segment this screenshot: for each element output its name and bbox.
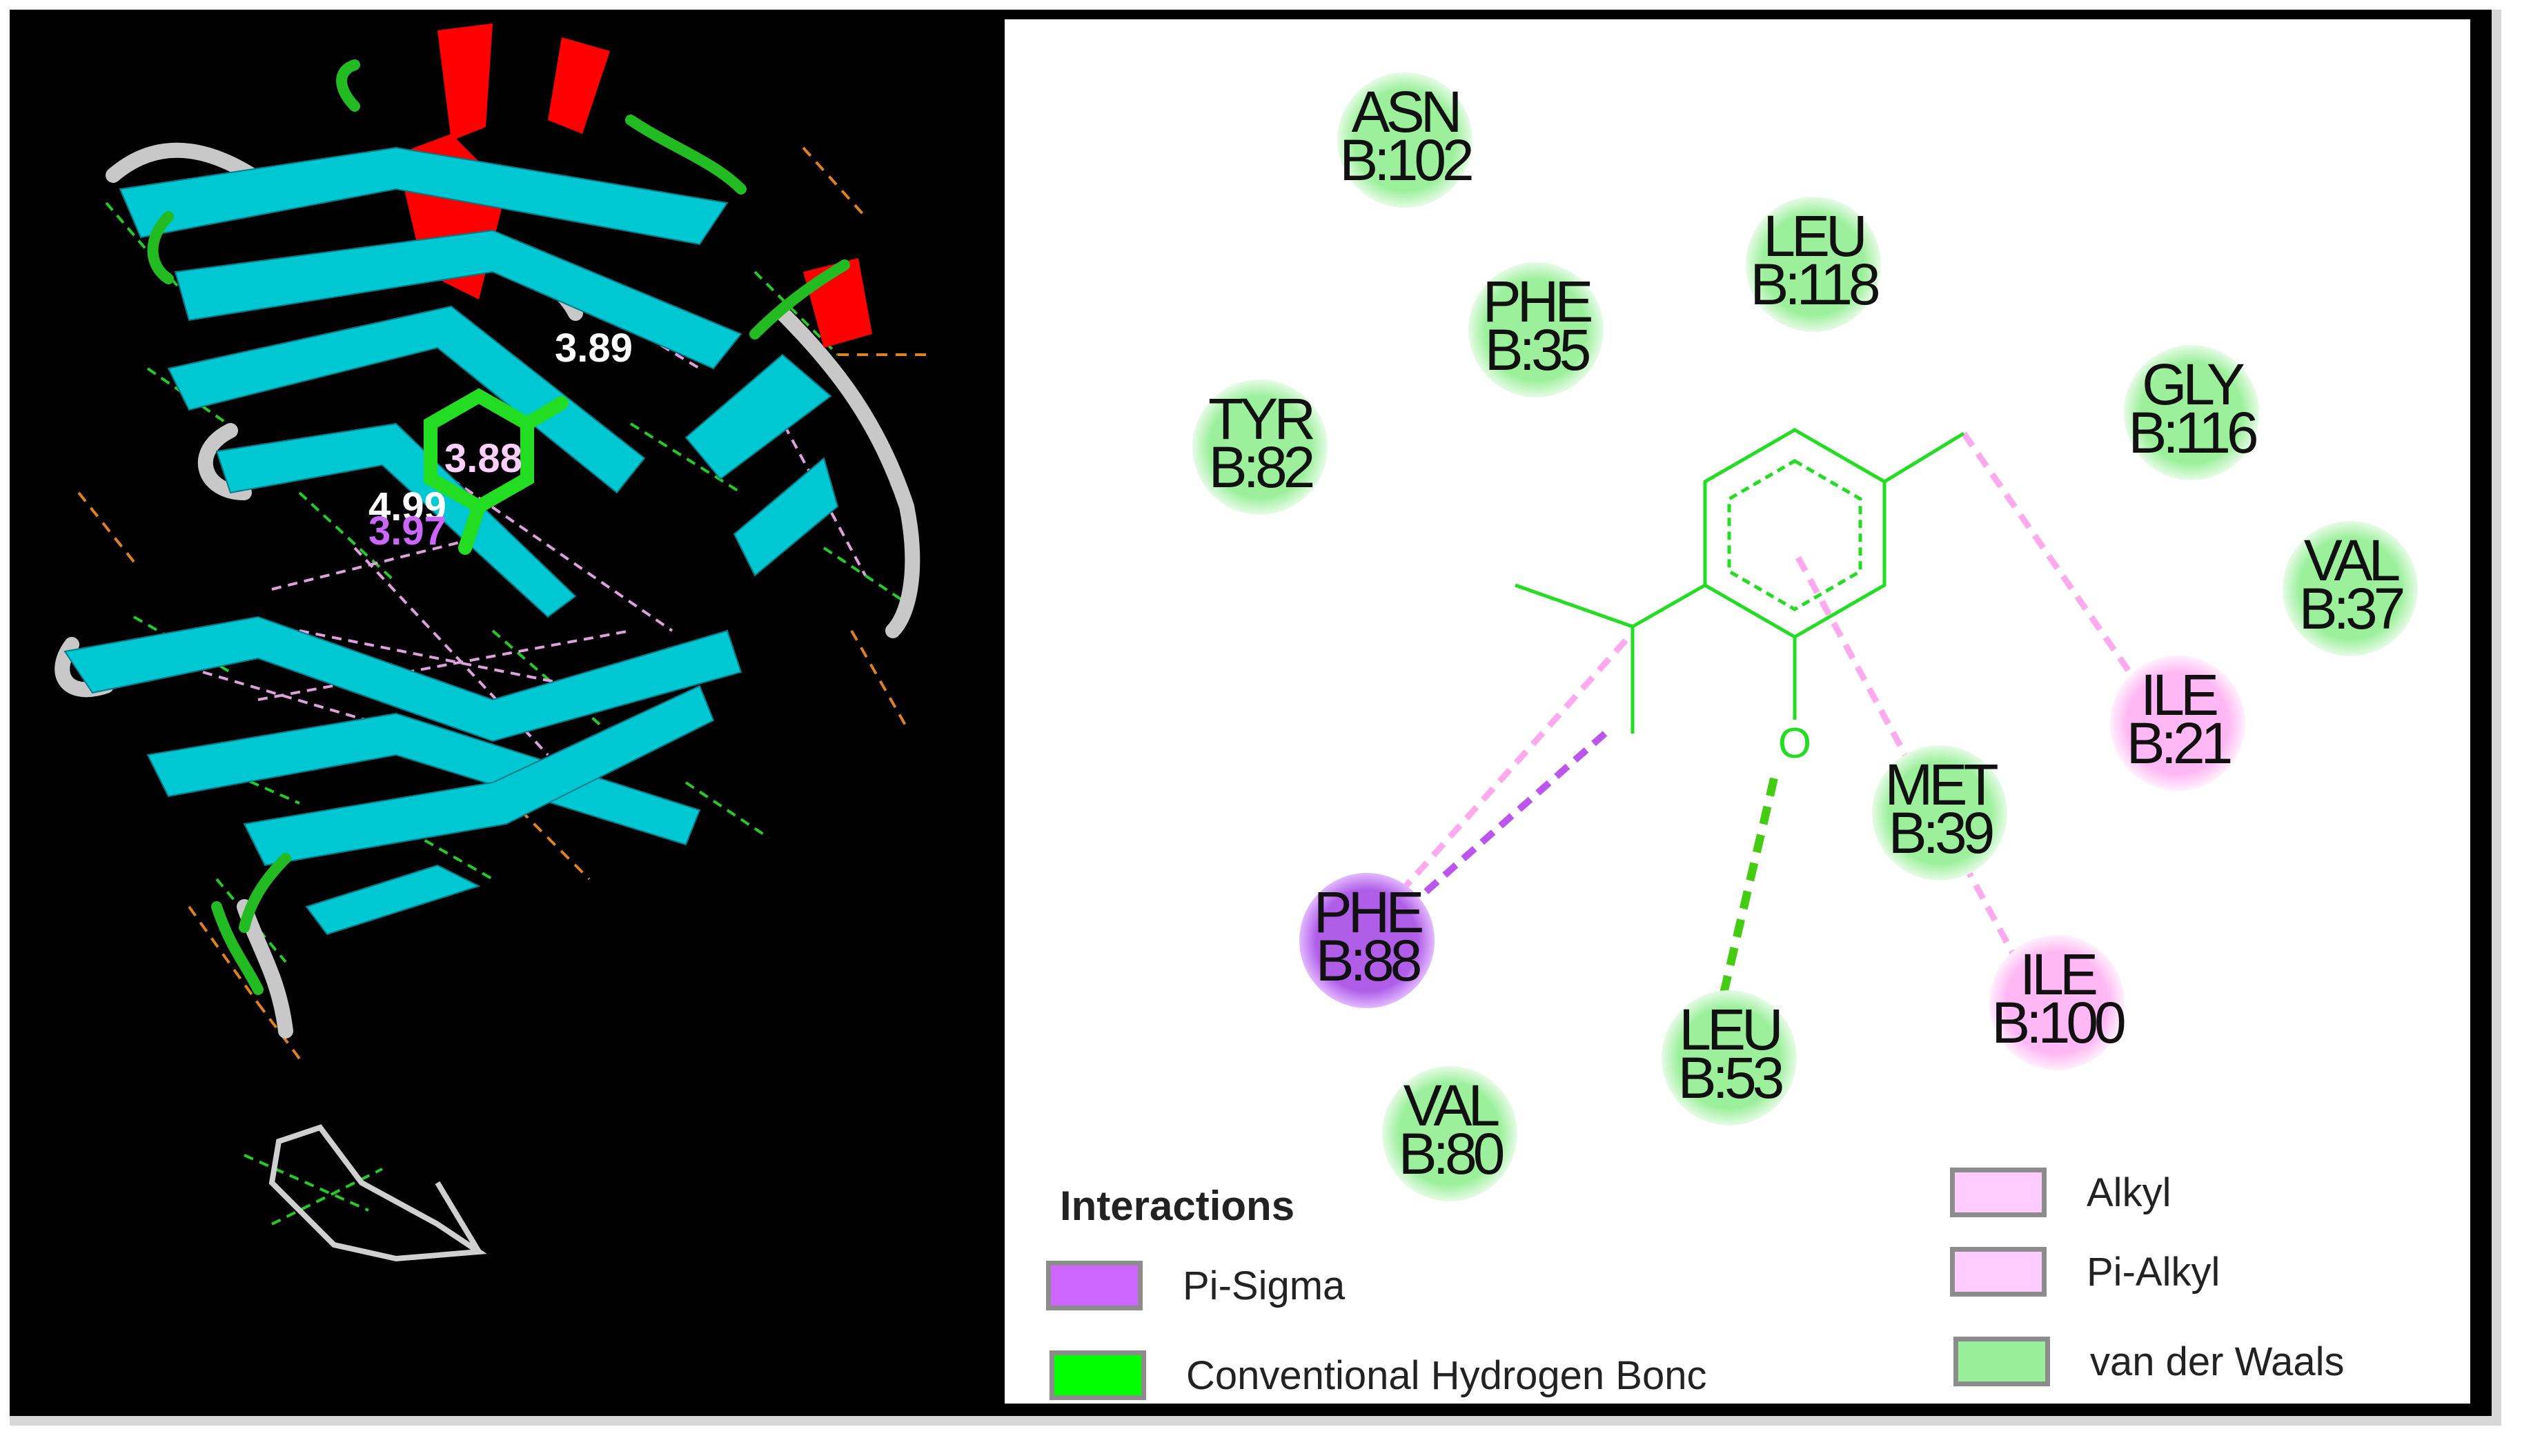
residue-disk-val37 — [2283, 521, 2418, 656]
residue-disk-leu118 — [1746, 197, 1881, 332]
residue-name-val37: VAL — [2304, 528, 2399, 593]
small-ligand-3d — [268, 1124, 487, 1262]
residue-number-asn102: B:102 — [1339, 128, 1472, 193]
residue-disk-gly116 — [2124, 345, 2259, 480]
ligand-isopropyl-bond — [1631, 583, 1706, 629]
interaction-lines-3d — [77, 146, 934, 1226]
protein-3d-canvas: 3.89 3.88 4.99 3.97 — [55, 23, 934, 1262]
frame-shadow-bottom — [10, 1416, 2492, 1426]
residue-name-val80: VAL — [1403, 1073, 1499, 1138]
frame-shadow-right — [2492, 10, 2501, 1426]
legend-item-conventional-hydrogen-bond: Conventional Hydrogen Bonc — [1050, 1348, 1706, 1403]
residue-number-phe35: B:35 — [1485, 317, 1590, 382]
residue-name-phe35: PHE — [1483, 269, 1592, 334]
legend-item-pi-sigma: Pi-Sigma — [1046, 1258, 1345, 1313]
distance-label-3-97: 3.97 — [368, 509, 446, 553]
residue-number-phe88: B:88 — [1316, 928, 1421, 993]
residue-number-tyr82: B:82 — [1209, 435, 1313, 500]
legend-label-van-der-waals: van der Waals — [2090, 1339, 2345, 1384]
residue-disk-phe88 — [1299, 873, 1435, 1008]
hbond-line-leu53 — [1718, 777, 1778, 1001]
residue-disk-asn102 — [1337, 72, 1472, 208]
residue-name-ile21: ILE — [2140, 662, 2217, 727]
legend-swatch-van-der-waals — [1953, 1337, 2050, 1386]
interaction-2d-canvas: ASNB:102PHEB:35TYRB:82LEUB:118GLYB:116VA… — [1192, 72, 2418, 1201]
ligand-oxygen-label: O — [1778, 720, 1811, 767]
legend-swatch-pi-alkyl — [1950, 1247, 2047, 1297]
legend-label-hydrogen-bond: Conventional Hydrogen Bonc — [1186, 1352, 1707, 1398]
legend-item-pi-alkyl: Pi-Alkyl — [1950, 1244, 2220, 1299]
ligand-aromatic-ring — [1727, 459, 1862, 611]
residue-disk-met39 — [1872, 745, 2007, 881]
residue-name-leu118: LEU — [1763, 204, 1864, 268]
alkyl-line-phe88 — [1388, 638, 1628, 905]
ribbon-turns — [147, 59, 850, 995]
ligand-methyl-bond — [1883, 431, 1965, 484]
residue-name-leu53: LEU — [1679, 997, 1780, 1062]
distance-labels: 3.89 3.88 4.99 3.97 — [368, 326, 633, 553]
ligand-2d — [1515, 428, 1965, 734]
legend-label-alkyl: Alkyl — [2087, 1170, 2171, 1215]
legend-swatch-pi-sigma — [1046, 1261, 1143, 1310]
legend-swatch-alkyl — [1950, 1168, 2047, 1217]
legend-item-van-der-waals: van der Waals — [1953, 1334, 2345, 1389]
residue-number-ile100: B:100 — [1991, 990, 2125, 1055]
distance-label-3-88: 3.88 — [444, 436, 522, 481]
ligand-isopropyl-branch-1 — [1515, 583, 1633, 629]
residue-name-met39: MET — [1884, 752, 1998, 817]
legend-title: Interactions — [1060, 1183, 1295, 1229]
alkyl-line-ile21 — [1961, 431, 2139, 684]
legend-item-alkyl: Alkyl — [1950, 1165, 2171, 1220]
residue-number-gly116: B:116 — [2128, 400, 2257, 465]
residues: ASNB:102PHEB:35TYRB:82LEUB:118GLYB:116VA… — [1192, 72, 2418, 1201]
residue-name-asn102: ASN — [1352, 79, 1459, 144]
pi-sigma-line-phe88 — [1395, 731, 1608, 919]
residue-name-phe88: PHE — [1314, 880, 1423, 945]
residue-disk-leu53 — [1662, 990, 1797, 1125]
residue-disk-ile100 — [1989, 935, 2125, 1070]
residue-name-ile100: ILE — [2020, 942, 2096, 1007]
legend-label-pi-sigma: Pi-Sigma — [1183, 1263, 1346, 1308]
residue-number-val80: B:80 — [1399, 1121, 1504, 1186]
protein-3d-view[interactable]: 3.89 3.88 4.99 3.97 — [10, 10, 999, 1416]
legend-label-pi-alkyl: Pi-Alkyl — [2087, 1249, 2220, 1295]
ligand-3d — [424, 388, 569, 555]
residue-number-leu118: B:118 — [1750, 252, 1879, 317]
residue-name-tyr82: TYR — [1208, 386, 1313, 451]
interaction-lines-2d — [1388, 431, 2139, 1001]
legend-swatch-hydrogen-bond — [1050, 1350, 1146, 1400]
distance-label-4-99: 4.99 — [368, 484, 446, 529]
residue-disk-tyr82 — [1192, 380, 1328, 515]
residue-number-met39: B:39 — [1889, 800, 1993, 865]
residue-number-val37: B:37 — [2299, 576, 2403, 641]
residue-disk-ile21 — [2110, 656, 2245, 791]
residue-disk-phe35 — [1468, 262, 1604, 397]
ribbon-strands — [63, 146, 839, 936]
residue-disk-val80 — [1382, 1066, 1517, 1201]
residue-number-ile21: B:21 — [2127, 711, 2231, 776]
residue-number-leu53: B:53 — [1678, 1045, 1783, 1110]
residue-name-gly116: GLY — [2142, 352, 2245, 417]
distance-label-3-89: 3.89 — [555, 326, 633, 371]
